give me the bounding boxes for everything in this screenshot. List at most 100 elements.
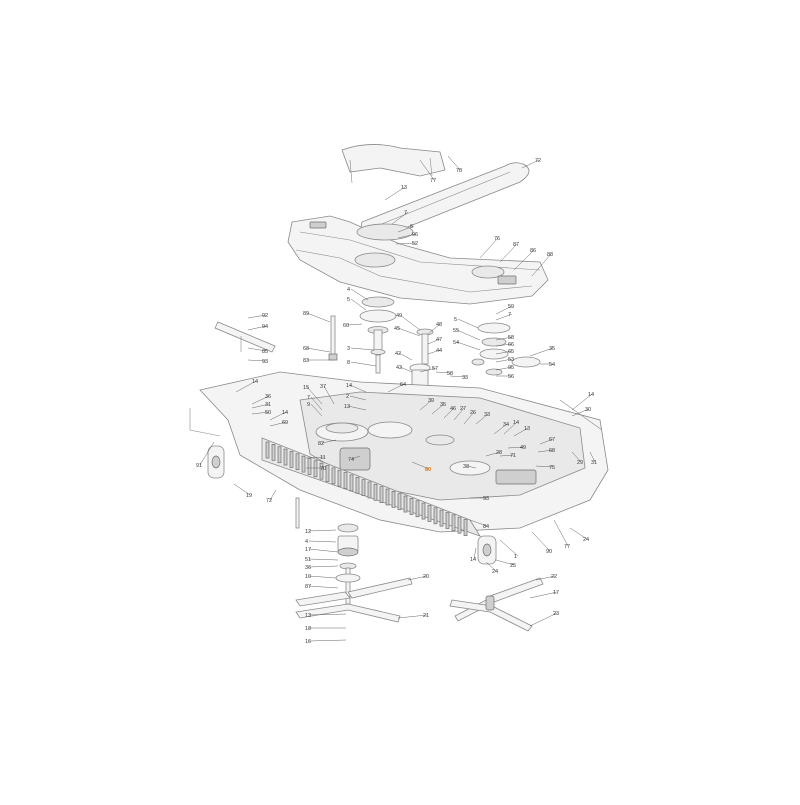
callout-label-49: 49 (520, 445, 526, 451)
callout-label-37: 37 (320, 384, 326, 390)
leader-line-19 (233, 483, 251, 496)
leader-line-4 (350, 288, 369, 301)
leader-line-13 (384, 186, 406, 201)
callout-label-78: 78 (456, 168, 462, 174)
upper-small-blade (214, 321, 276, 353)
callout-label-13: 13 (305, 613, 311, 619)
leader-line-46 (443, 407, 455, 419)
leader-line-23 (529, 612, 558, 627)
leader-line-52 (395, 242, 417, 245)
leader-line-44 (427, 349, 441, 355)
leader-line-96 (397, 233, 417, 239)
leader-line-28 (485, 451, 501, 457)
callout-label-28: 28 (496, 450, 502, 456)
leader-line-7 (310, 396, 323, 411)
callout-label-4: 4 (305, 539, 308, 545)
leader-line-6 (397, 225, 415, 233)
leader-line-12 (308, 529, 337, 532)
leader-line-90 (531, 531, 551, 552)
leader-line-68 (537, 449, 554, 453)
leader-line-2 (349, 395, 367, 401)
callout-label-71: 71 (510, 453, 516, 459)
callout-label-66: 66 (508, 342, 514, 348)
callout-label-24: 24 (492, 569, 498, 575)
leader-line-59 (495, 305, 513, 315)
leader-line-33 (475, 413, 489, 425)
callout-label-14: 14 (470, 557, 476, 563)
callout-label-90: 90 (546, 549, 552, 555)
left-gauge-wheel (207, 445, 225, 479)
leader-line-8 (350, 361, 377, 367)
grille-rib (331, 467, 336, 485)
grille-rib (325, 465, 330, 482)
leader-line-14 (269, 411, 287, 421)
grille-rib (385, 488, 390, 506)
leader-line-80 (411, 461, 430, 470)
callout-label-76: 76 (494, 236, 500, 242)
grille-rib (307, 458, 312, 475)
callout-label-20: 20 (423, 574, 429, 580)
grille-rib (427, 505, 432, 522)
callout-label-21: 21 (423, 613, 429, 619)
grille-rib (355, 476, 360, 494)
grille-rib (457, 516, 462, 534)
bolt-89 (328, 315, 338, 361)
leader-line-64 (387, 383, 405, 393)
grille-rib (319, 462, 324, 480)
leader-line-17 (529, 591, 558, 599)
callout-label-54: 54 (549, 362, 555, 368)
callout-label-31: 31 (591, 460, 597, 466)
callout-label-15: 15 (303, 385, 309, 391)
leader-line-91 (199, 441, 215, 466)
leader-line-45 (397, 327, 421, 337)
callout-label-95: 95 (508, 365, 514, 371)
callout-label-94: 94 (262, 324, 268, 330)
callout-label-58: 58 (447, 371, 453, 377)
leader-line-86 (513, 249, 535, 271)
leader-line-36 (308, 565, 339, 568)
leader-line-37 (323, 385, 335, 405)
callout-label-50: 50 (265, 410, 271, 416)
leader-line-78 (447, 155, 461, 171)
callout-label-16: 16 (305, 639, 311, 645)
leader-line-54 (456, 341, 481, 351)
callout-label-43: 43 (396, 365, 402, 371)
grille-rib (397, 493, 402, 511)
callout-label-14: 14 (282, 410, 288, 416)
leader-line-50 (251, 411, 270, 415)
callout-label-14: 14 (588, 392, 594, 398)
leader-line-72 (521, 159, 540, 169)
callout-label-48: 48 (436, 322, 442, 328)
grille-rib (373, 483, 378, 501)
grille-rib (277, 446, 282, 464)
callout-label-58: 58 (508, 335, 514, 341)
callout-label-7: 7 (508, 312, 511, 318)
callout-labels: 7778721376965276878688458960404548474442… (196, 158, 597, 645)
callout-label-14: 14 (346, 383, 352, 389)
callout-label-3: 3 (347, 346, 350, 352)
callout-label-5: 5 (454, 317, 457, 323)
leader-line-36 (251, 395, 270, 405)
leader-line-69 (269, 421, 287, 427)
leader-line-13 (513, 427, 529, 437)
callout-label-36: 36 (265, 394, 271, 400)
leader-line-93 (247, 359, 267, 362)
leader-line-89 (306, 312, 331, 323)
callout-label-35: 35 (440, 402, 446, 408)
callout-label-11: 11 (320, 455, 326, 461)
leader-line-40 (399, 314, 421, 331)
grille-rib (283, 448, 288, 466)
leader-line-57 (419, 367, 437, 373)
callout-label-44: 44 (436, 348, 442, 354)
callout-label-77: 77 (430, 178, 436, 184)
callout-label-30: 30 (585, 407, 591, 413)
grille-rib (343, 472, 348, 489)
leader-line-16 (308, 639, 347, 642)
leader-line-58 (435, 371, 452, 374)
callout-label-7: 7 (307, 395, 310, 401)
leader-line-94 (247, 325, 267, 331)
leader-line-74 (351, 455, 361, 460)
callout-label-75: 75 (549, 465, 555, 471)
leader-line-71 (499, 454, 515, 457)
leader-line-47 (427, 338, 441, 345)
